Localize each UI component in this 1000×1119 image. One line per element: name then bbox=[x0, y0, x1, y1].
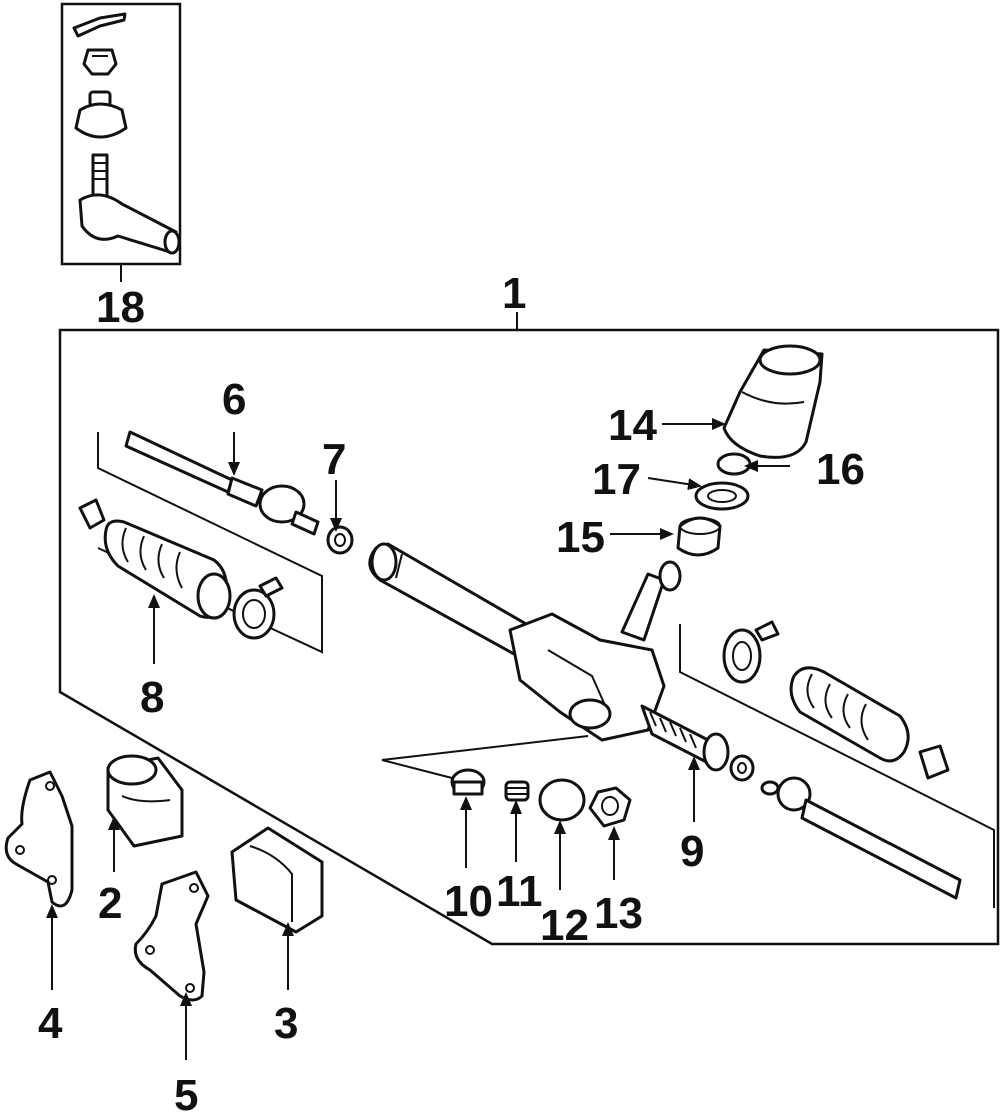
cotter-pin-icon bbox=[72, 12, 127, 38]
callout-7: 7 bbox=[322, 435, 346, 484]
dust-seal-icon bbox=[74, 90, 128, 139]
pinion-seal-17 bbox=[694, 481, 750, 511]
callout-13: 13 bbox=[594, 889, 643, 938]
leader-lines bbox=[46, 418, 790, 1060]
pinion-cover-14 bbox=[722, 344, 824, 459]
tie-rod-end-kit-box bbox=[60, 2, 182, 282]
callout-4: 4 bbox=[38, 999, 63, 1048]
callout-18: 18 bbox=[96, 283, 145, 332]
callout-12: 12 bbox=[540, 901, 589, 950]
callout-17: 17 bbox=[592, 455, 641, 504]
callout-10: 10 bbox=[444, 877, 493, 926]
adjuster-detail-group bbox=[381, 735, 632, 828]
lock-washer-7 bbox=[326, 525, 354, 555]
mount-bracket-5 bbox=[133, 870, 210, 1002]
callout-6: 6 bbox=[222, 375, 246, 424]
left-boot-8 bbox=[78, 498, 284, 640]
callout-15: 15 bbox=[556, 513, 605, 562]
callout-9: 9 bbox=[680, 827, 704, 876]
callout-5: 5 bbox=[174, 1071, 198, 1119]
pinion-seal-15 bbox=[676, 516, 722, 557]
lock-nut-13 bbox=[588, 786, 632, 828]
right-inner-tie-rod bbox=[760, 776, 962, 900]
grommet-2 bbox=[106, 754, 184, 848]
rack-housing bbox=[368, 542, 682, 742]
rack-assembly-frame bbox=[58, 312, 1000, 946]
callout-11: 11 bbox=[496, 867, 543, 916]
tie-rod-end-icon bbox=[78, 153, 181, 255]
callout-14: 14 bbox=[608, 401, 657, 450]
right-boot-group bbox=[679, 620, 995, 908]
rack-adjuster-9 bbox=[640, 704, 755, 782]
pinion-bearing-16 bbox=[716, 452, 752, 476]
callout-2: 2 bbox=[98, 879, 122, 928]
grommet-3 bbox=[230, 826, 324, 934]
left-inner-tie-rod-group bbox=[97, 430, 323, 654]
callout-16: 16 bbox=[816, 445, 865, 494]
callout-3: 3 bbox=[274, 999, 298, 1048]
mount-bracket-4 bbox=[4, 770, 74, 908]
adjuster-plug-12 bbox=[538, 778, 586, 822]
callout-1: 1 bbox=[502, 269, 526, 318]
callout-8: 8 bbox=[140, 673, 164, 722]
spring-11 bbox=[504, 780, 530, 802]
callout-labels: 1 2 3 4 5 6 7 8 9 10 11 12 13 14 15 16 1… bbox=[38, 269, 865, 1119]
rack-yoke-10 bbox=[450, 768, 486, 796]
castle-nut-icon bbox=[82, 48, 118, 76]
